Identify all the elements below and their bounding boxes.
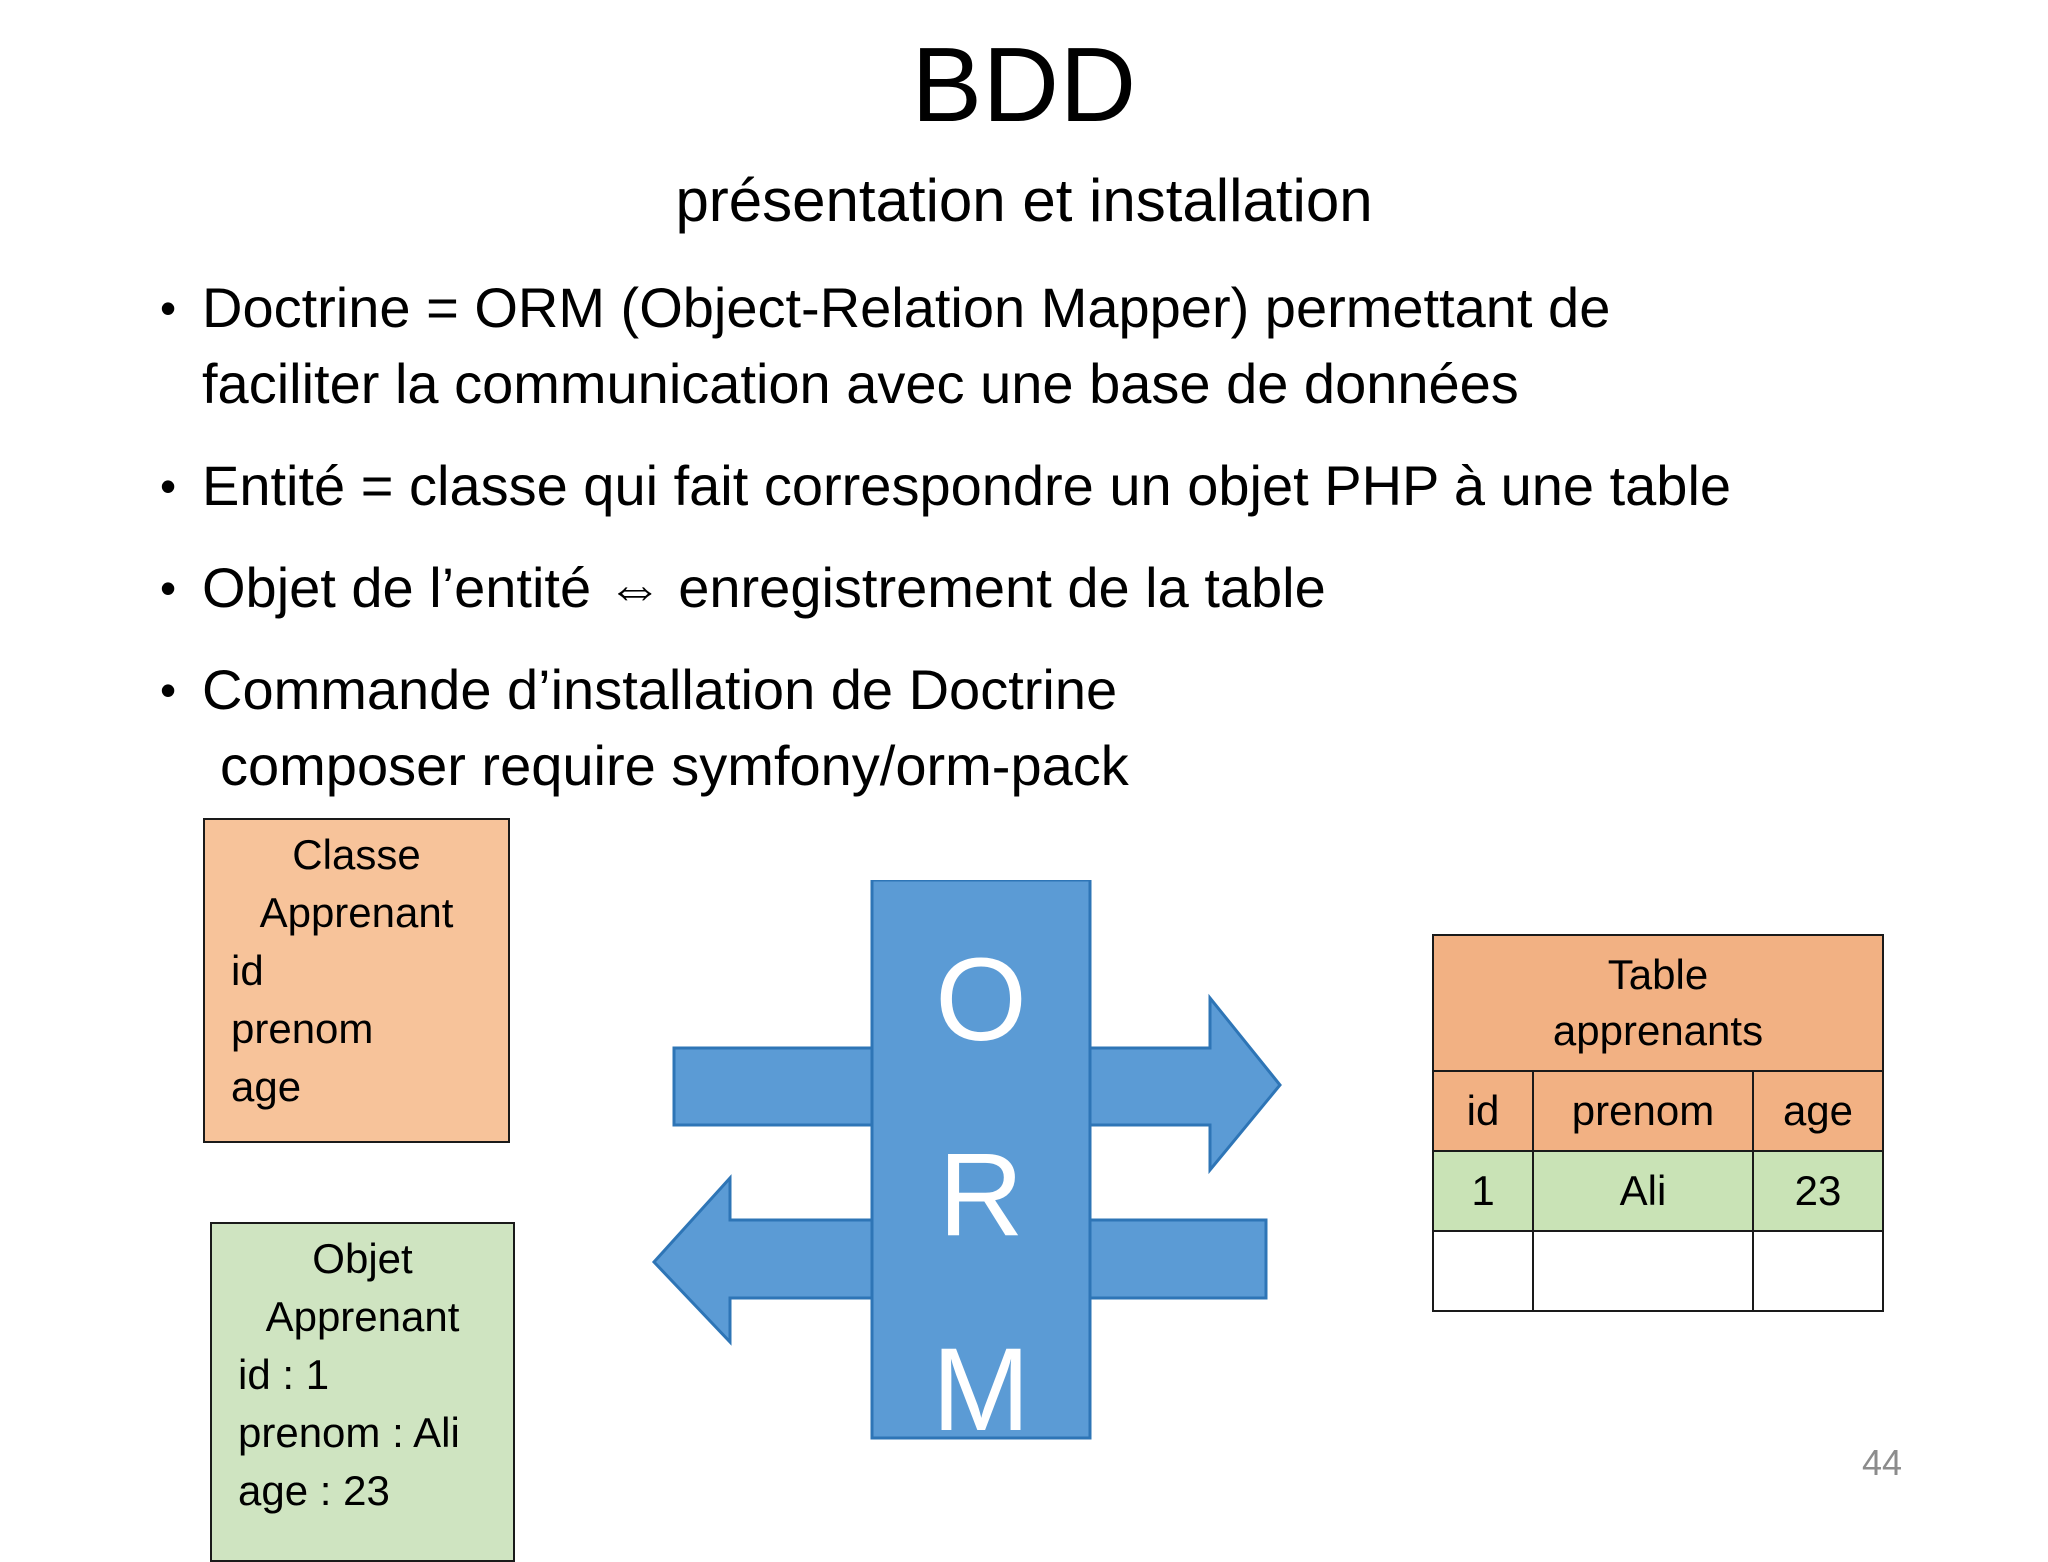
list-item: • Doctrine = ORM (Object-Relation Mapper… [150, 270, 1950, 422]
cell-age-empty [1752, 1230, 1884, 1312]
column-header-age: age [1752, 1070, 1884, 1152]
cell-prenom: Ali [1532, 1150, 1754, 1232]
classe-box-field-age: age [231, 1063, 302, 1110]
classe-box-header-line1: Classe [292, 831, 421, 878]
orm-block [870, 880, 1092, 1440]
bullet-text-2: Objet de l’entité ⇔ enregistrement de la… [202, 550, 1950, 626]
table-title-cell: Table apprenants [1432, 934, 1884, 1072]
bullet-text-3: Commande d’installation de Doctrine comp… [202, 652, 1950, 804]
cell-id-empty [1432, 1230, 1534, 1312]
classe-box-field-prenom: prenom [231, 1005, 374, 1052]
objet-box-header-line2: Apprenant [265, 1293, 460, 1340]
orm-letter-r: R [938, 1129, 1023, 1261]
bullet-line: Entité = classe qui fait correspondre un… [202, 454, 1732, 517]
bullet-line: Commande d’installation de Doctrine [202, 658, 1118, 721]
bullet-dot-icon: • [160, 562, 177, 614]
bullet-dot-icon: • [160, 282, 177, 334]
page-subtitle: présentation et installation [675, 167, 1373, 234]
table-header-row: id prenom age [1432, 1070, 1884, 1152]
orm-diagram: O R M [650, 880, 1290, 1440]
objet-box-field-id: id : 1 [238, 1351, 330, 1398]
objet-box-field-prenom: prenom : Ali [238, 1409, 460, 1456]
column-header-prenom: prenom [1532, 1070, 1754, 1152]
table-title-line1: Table [1607, 951, 1709, 998]
bullet-dot-icon: • [160, 664, 177, 716]
bullet-line: Doctrine = ORM (Object-Relation Mapper) … [202, 276, 1611, 339]
classe-box-field-id: id [231, 947, 264, 994]
table-row [1432, 1230, 1884, 1312]
bullet-line: Objet de l’entité ⇔ enregistrement de la… [202, 556, 1326, 619]
cell-id: 1 [1432, 1150, 1534, 1232]
table-title-row: Table apprenants [1432, 934, 1884, 1072]
apprenants-table: Table apprenants id prenom age 1 Ali 23 [1432, 934, 1884, 1312]
classe-box-header-line2: Apprenant [259, 889, 454, 936]
bullet-line: faciliter la communication avec une base… [202, 352, 1519, 415]
bullet-text-0: Doctrine = ORM (Object-Relation Mapper) … [202, 270, 1950, 422]
list-item: • Objet de l’entité ⇔ enregistrement de … [150, 550, 1950, 626]
list-item: • Commande d’installation de Doctrine co… [150, 652, 1950, 804]
cell-prenom-empty [1532, 1230, 1754, 1312]
bullet-line: composer require symfony/orm-pack [220, 734, 1129, 797]
table-title-line2: apprenants [1552, 1007, 1764, 1054]
bullet-list: • Doctrine = ORM (Object-Relation Mapper… [150, 270, 1950, 830]
page-title: BDD [911, 26, 1137, 144]
orm-letter-o: O [935, 934, 1027, 1066]
table-row: 1 Ali 23 [1432, 1150, 1884, 1232]
page-number: 44 [1862, 1442, 1903, 1483]
classe-apprenant-box: Classe Apprenant id prenom age [203, 818, 510, 1143]
cell-age: 23 [1752, 1150, 1884, 1232]
bullet-dot-icon: • [160, 460, 177, 512]
bullet-text-1: Entité = classe qui fait correspondre un… [202, 448, 1950, 524]
list-item: • Entité = classe qui fait correspondre … [150, 448, 1950, 524]
orm-letter-m: M [932, 1324, 1030, 1440]
objet-box-field-age: age : 23 [238, 1467, 390, 1514]
objet-box-header-line1: Objet [312, 1235, 413, 1282]
objet-apprenant-box: Objet Apprenant id : 1 prenom : Ali age … [210, 1222, 515, 1562]
column-header-id: id [1432, 1070, 1534, 1152]
